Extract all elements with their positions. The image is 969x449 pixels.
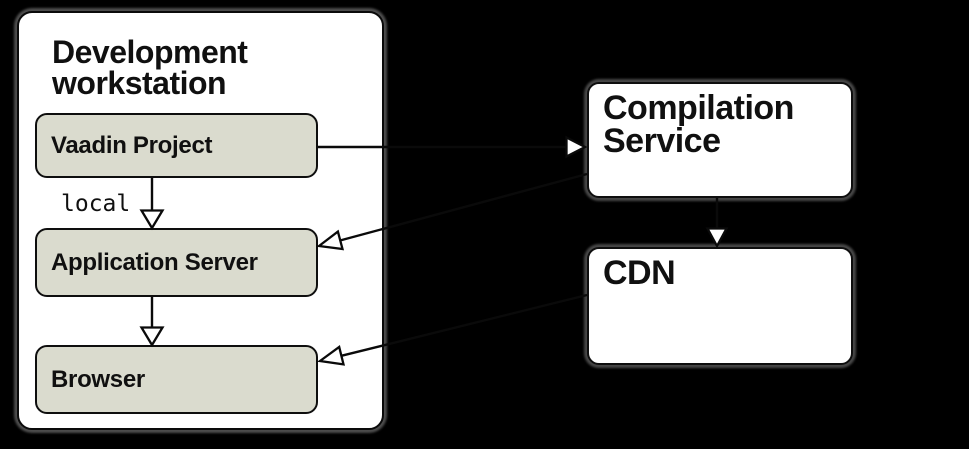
edge-vaadin-project-to-compilation-service-arrowhead-icon [565,135,588,159]
edge-label-local: local [61,191,131,217]
node-browser: Browser [35,345,318,414]
node-compilation-service: Compilation Service [587,82,853,198]
node-label-browser: Browser [51,365,145,393]
node-application-server: Application Server [35,228,318,297]
node-label-application-server: Application Server [51,248,258,276]
node-label-vaadin-project: Vaadin Project [51,131,213,159]
edge-compilation-service-to-cdn-arrowhead-icon [705,227,729,249]
node-vaadin-project: Vaadin Project [35,113,318,178]
node-label-cdn: CDN [603,254,676,292]
node-cdn: CDN [587,247,853,365]
node-label-compilation-service: Compilation Service [603,89,794,160]
group-title-development-workstation: Development workstation [52,34,248,101]
